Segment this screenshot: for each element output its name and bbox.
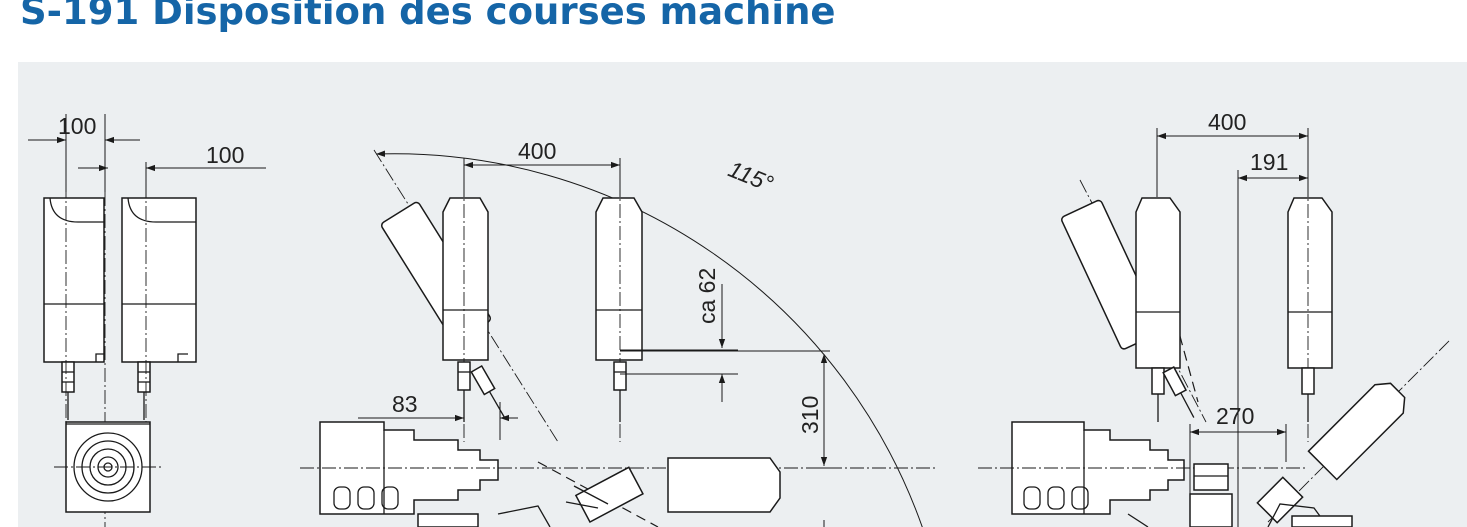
- page-title: S-191 Disposition des courses machine: [20, 0, 836, 33]
- machine-travel-diagram: 100 100: [18, 62, 1467, 527]
- left-view: 100 100: [28, 113, 266, 527]
- dim-right-reach: 270: [1216, 403, 1254, 429]
- right-view: 400 191 270: [978, 109, 1451, 527]
- dim-center-vertical: ca 62: [694, 268, 720, 324]
- dim-center-horizontal: 83: [392, 391, 418, 417]
- dim-right-offset: 191: [1250, 149, 1288, 175]
- dim-center-angle: 115°: [725, 156, 777, 197]
- dim-center-height: 310: [797, 396, 823, 434]
- dim-right-travel: 400: [1208, 109, 1246, 135]
- dim-left-offset-b: 100: [206, 142, 244, 168]
- dim-left-offset-a: 100: [58, 113, 96, 139]
- center-view: 400 115° ca 62: [300, 138, 938, 527]
- dim-center-travel: 400: [518, 138, 556, 164]
